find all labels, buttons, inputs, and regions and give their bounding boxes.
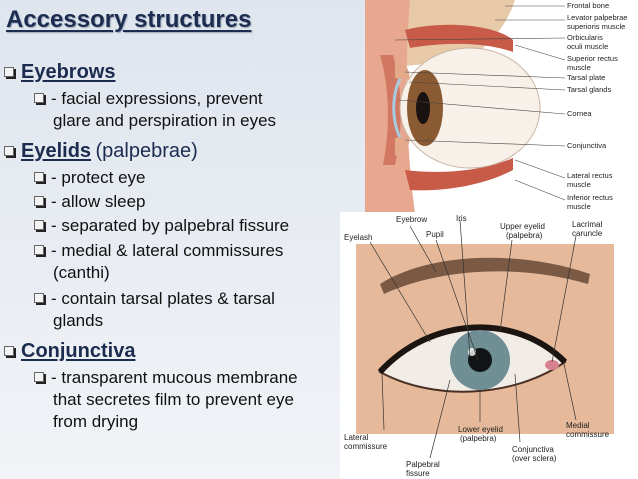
label-orbicularis-2: oculi muscle	[567, 42, 608, 51]
bullet-square-icon	[34, 196, 44, 206]
bullet-text: - protect eye	[51, 168, 146, 187]
eyelash-shape	[377, 324, 568, 375]
sub-bullet: - medial & lateral commissures	[34, 241, 283, 261]
bullet-square-icon	[4, 346, 14, 356]
label-lower-eyelid-1: Lower eyelid	[458, 425, 503, 434]
label-lateral-1: Lateral	[344, 433, 369, 442]
label-lateral-rectus-2: muscle	[567, 180, 591, 189]
label-superior-rectus-2: muscle	[567, 63, 591, 72]
label-lower-eyelid-2: (palpebra)	[460, 434, 497, 443]
label-medial-1: Medial	[566, 421, 590, 430]
bullet-continuation: (canthi)	[53, 263, 110, 282]
label-conjunctiva-1: Conjunctiva	[512, 445, 554, 454]
label-iris: Iris	[456, 214, 467, 223]
caruncle-shape	[545, 360, 559, 370]
leader-lines	[394, 5, 566, 201]
label-tarsal-plate: Tarsal plate	[567, 73, 605, 82]
external-eye-figure: Eyebrow Iris Eyelash Pupil Upper eyelid …	[340, 212, 638, 479]
leader-lines	[369, 219, 577, 459]
label-upper-eyelid-2: (palpebra)	[506, 231, 543, 240]
label-frontal-bone: Frontal bone	[567, 1, 609, 10]
slide-title: Accessory structures	[6, 6, 252, 33]
label-conjunctiva: Conjunctiva	[567, 141, 607, 150]
upper-eyelid-shape	[395, 60, 410, 80]
bullet-square-icon	[34, 245, 44, 255]
heading-eyebrows: Eyebrows	[21, 61, 116, 83]
label-orbicularis-1: Orbicularis	[567, 33, 603, 42]
bullet-square-icon	[4, 146, 14, 156]
label-levator-2: superioris muscle	[567, 22, 625, 31]
bullet-continuation: from drying	[53, 412, 139, 431]
sub-bullet: - allow sleep	[34, 192, 146, 212]
label-pupil: Pupil	[426, 230, 444, 239]
eye-cross-section-figure: Frontal bone Levator palpebrae superiori…	[365, 0, 638, 213]
bullet-continuation: glands	[53, 311, 104, 330]
label-palpebral-fissure-1: Palpebral	[406, 460, 440, 469]
lower-eyelid-shape	[395, 136, 410, 156]
label-superior-rectus-1: Superior rectus	[567, 54, 618, 63]
bullet-text: - separated by palpebral fissure	[51, 216, 290, 235]
label-inferior-rectus-1: Inferior rectus	[567, 193, 613, 202]
levator-muscle-shape	[405, 24, 513, 52]
sub-bullet: - protect eye	[34, 168, 146, 188]
label-lacrimal-1: Lacrimal	[572, 220, 602, 229]
label-inferior-rectus-2: muscle	[567, 202, 591, 211]
bullet-square-icon	[34, 220, 44, 230]
bullet-conjunctiva: Conjunctiva	[4, 340, 135, 363]
label-medial-2: commissure	[566, 430, 610, 439]
label-eyebrow: Eyebrow	[396, 215, 427, 224]
pupil-shape	[416, 92, 430, 124]
bullet-text: - transparent mucous membrane	[51, 368, 298, 387]
eyebrow-shape	[380, 257, 590, 294]
orbicularis-shape	[380, 55, 401, 165]
bullet-square-icon	[34, 372, 44, 382]
bullet-eyelids: Eyelids (palpebrae)	[4, 140, 198, 163]
label-lateral-rectus-1: Lateral rectus	[567, 171, 613, 180]
bullet-square-icon	[34, 293, 44, 303]
label-eyelash: Eyelash	[344, 233, 372, 242]
label-conjunctiva-2: (over sclera)	[512, 454, 557, 463]
label-lateral-2: commissure	[344, 442, 388, 451]
heading-conjunctiva: Conjunctiva	[21, 340, 136, 362]
label-tarsal-glands: Tarsal glands	[567, 85, 611, 94]
bullet-continuation: that secretes film to prevent eye	[53, 390, 294, 409]
heading-eyelids-extra: (palpebrae)	[95, 140, 198, 162]
bullet-text: - facial expressions, prevent	[51, 89, 263, 108]
bullet-text: - allow sleep	[51, 192, 146, 211]
bullet-square-icon	[34, 172, 44, 182]
label-cornea: Cornea	[567, 109, 592, 118]
bullet-square-icon	[4, 67, 14, 77]
label-lacrimal-2: caruncle	[572, 229, 603, 238]
sub-bullet: - transparent mucous membrane	[34, 368, 298, 388]
bullet-eyebrows: Eyebrows	[4, 61, 115, 84]
heading-eyelids: Eyelids	[21, 140, 92, 162]
sub-bullet: - contain tarsal plates & tarsal	[34, 289, 275, 309]
label-palpebral-fissure-2: fissure	[406, 469, 430, 478]
bullet-continuation: glare and perspiration in eyes	[53, 111, 277, 130]
bullet-text: - contain tarsal plates & tarsal	[51, 289, 275, 308]
label-levator-1: Levator palpebrae	[567, 13, 627, 22]
label-upper-eyelid-1: Upper eyelid	[500, 222, 545, 231]
bullet-text: - medial & lateral commissures	[51, 241, 284, 260]
bullet-square-icon	[34, 93, 44, 103]
inferior-rectus-shape	[405, 158, 513, 191]
sub-bullet: - separated by palpebral fissure	[34, 216, 289, 236]
sub-bullet: - facial expressions, prevent	[34, 89, 263, 109]
